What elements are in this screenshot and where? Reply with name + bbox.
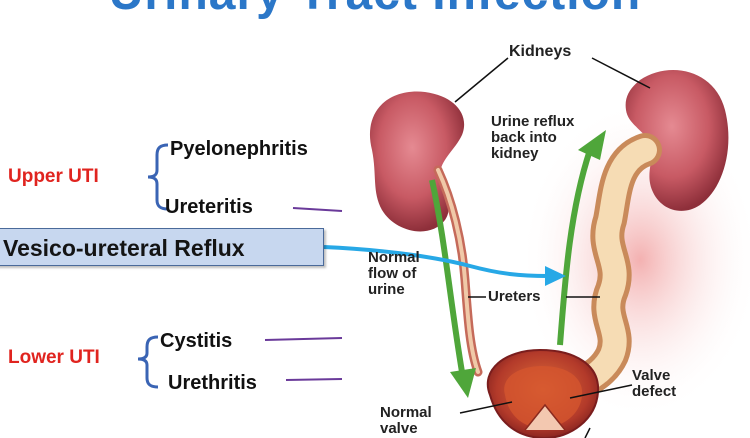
ureters-label: Ureters bbox=[488, 288, 541, 305]
normal-valve-label: Normal valve bbox=[380, 404, 432, 437]
page-title: Urinary Tract Infection bbox=[0, 0, 750, 21]
vesico-reflux-box: Vesico-ureteral Reflux bbox=[0, 228, 324, 266]
normal-flow-arrow bbox=[429, 179, 465, 373]
reflux-pointer-arrow bbox=[323, 245, 549, 278]
upper-uti-brace bbox=[147, 143, 169, 211]
kidneys-leader-right bbox=[591, 57, 651, 89]
upper-uti-label: Upper UTI bbox=[8, 166, 99, 187]
kidneys-leader-left bbox=[454, 57, 509, 103]
reflux-arrow bbox=[557, 149, 593, 346]
ureteritis-label: Ureteritis bbox=[165, 196, 253, 218]
urine-reflux-label: Urine reflux back into kidney bbox=[491, 113, 575, 162]
lower-uti-label: Lower UTI bbox=[8, 347, 100, 368]
normal-valve-leader bbox=[459, 401, 513, 414]
lower-uti-brace bbox=[137, 335, 159, 389]
ureteritis-connector bbox=[292, 207, 343, 212]
left-kidney bbox=[369, 91, 465, 232]
valve-defect-label: Valve defect bbox=[632, 367, 677, 400]
bottom-leader bbox=[584, 427, 591, 438]
cystitis-connector bbox=[264, 337, 343, 341]
urethritis-connector bbox=[285, 378, 343, 381]
valve-defect-leader bbox=[569, 384, 633, 399]
vesico-reflux-label: Vesico-ureteral Reflux bbox=[3, 235, 245, 261]
cystitis-label: Cystitis bbox=[160, 330, 233, 352]
urethritis-label: Urethritis bbox=[168, 372, 257, 394]
right-kidney bbox=[625, 70, 729, 211]
pyelonephritis-label: Pyelonephritis bbox=[170, 138, 308, 160]
normal-flow-label: Normal flow of urine bbox=[368, 249, 420, 298]
kidneys-label: Kidneys bbox=[509, 43, 572, 60]
